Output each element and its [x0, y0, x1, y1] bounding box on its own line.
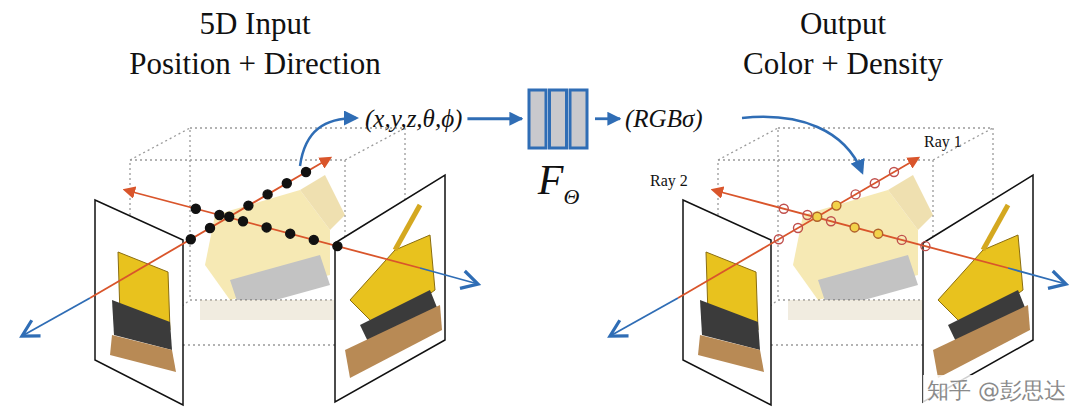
- layer-bar: [570, 90, 587, 148]
- network-caption: FΘ: [527, 158, 590, 202]
- sample-point: [263, 190, 272, 199]
- flow-arrow: [467, 117, 522, 120]
- sample-point: [851, 190, 860, 199]
- sample-point: [244, 201, 253, 210]
- sample-point: [813, 212, 822, 221]
- network-bars: [527, 88, 590, 150]
- sample-point: [302, 168, 311, 177]
- output-subheading: Color + Density: [588, 46, 1080, 82]
- parameter-subscript: Θ: [563, 184, 579, 209]
- ray-label: Ray 1: [924, 132, 962, 151]
- flow-arrow: [595, 117, 620, 120]
- sample-point: [890, 168, 899, 177]
- output-tuple: (RGBσ): [625, 104, 703, 133]
- ray-label: Ray 2: [650, 171, 688, 190]
- sample-point: [827, 217, 836, 226]
- sample-point: [309, 235, 318, 244]
- input-heading: 5D Input: [0, 6, 510, 42]
- sample-point: [191, 204, 200, 213]
- sample-point: [897, 235, 906, 244]
- sample-point: [225, 212, 234, 221]
- input-subheading: Position + Direction: [0, 46, 510, 82]
- sample-point: [774, 235, 783, 244]
- sample-point: [333, 242, 342, 251]
- sample-point: [186, 235, 195, 244]
- sample-point: [870, 179, 879, 188]
- layer-bar: [529, 90, 546, 148]
- sample-point: [262, 223, 271, 232]
- sample-point: [874, 229, 883, 238]
- output-heading: Output: [588, 6, 1080, 42]
- input-tuple: (x,y,z,θ,ϕ): [365, 104, 462, 133]
- sample-point: [779, 204, 788, 213]
- sample-point: [832, 201, 841, 210]
- sample-point: [286, 229, 295, 238]
- sample-point: [282, 179, 291, 188]
- tuple-text: (x,y,z,θ,ϕ): [365, 104, 462, 133]
- sample-point: [215, 210, 224, 219]
- sample-point: [921, 242, 930, 251]
- sample-point: [850, 223, 859, 232]
- watermark: 知乎 @彭思达: [923, 375, 1070, 407]
- layer-bar: [550, 90, 567, 148]
- function-symbol: F: [538, 157, 564, 203]
- sample-point: [803, 210, 812, 219]
- tuple-text: (RGBσ): [625, 104, 703, 133]
- network-block: FΘ: [527, 88, 590, 150]
- sample-point: [794, 224, 803, 233]
- sample-point: [239, 217, 248, 226]
- sample-point: [206, 224, 215, 233]
